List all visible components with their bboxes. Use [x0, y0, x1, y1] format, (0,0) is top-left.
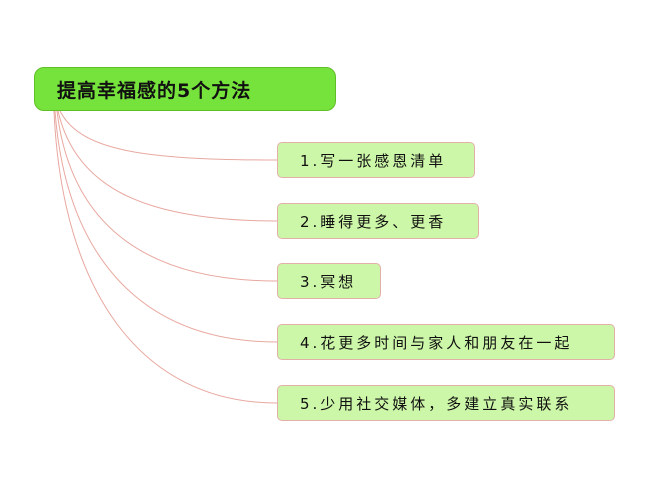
connector-2: [57, 110, 278, 222]
method-node-label: 1.写一张感恩清单: [300, 151, 447, 170]
method-node-3[interactable]: 3.冥想: [277, 263, 381, 299]
method-node-5[interactable]: 5.少用社交媒体，多建立真实联系: [277, 385, 615, 421]
method-node-label: 4.花更多时间与家人和朋友在一起: [300, 333, 573, 352]
method-node-label: 5.少用社交媒体，多建立真实联系: [300, 394, 573, 413]
root-node[interactable]: 提高幸福感的5个方法: [34, 67, 336, 111]
method-node-1[interactable]: 1.写一张感恩清单: [277, 142, 475, 178]
method-node-4[interactable]: 4.花更多时间与家人和朋友在一起: [277, 324, 615, 360]
connector-4: [54, 110, 278, 343]
method-node-label: 2.睡得更多、更香: [300, 212, 447, 231]
root-node-label: 提高幸福感的5个方法: [57, 79, 252, 102]
method-node-2[interactable]: 2.睡得更多、更香: [277, 203, 479, 239]
connector-1: [59, 110, 278, 161]
connector-3: [56, 110, 278, 282]
connector-5: [53, 110, 278, 404]
method-node-label: 3.冥想: [300, 272, 357, 291]
